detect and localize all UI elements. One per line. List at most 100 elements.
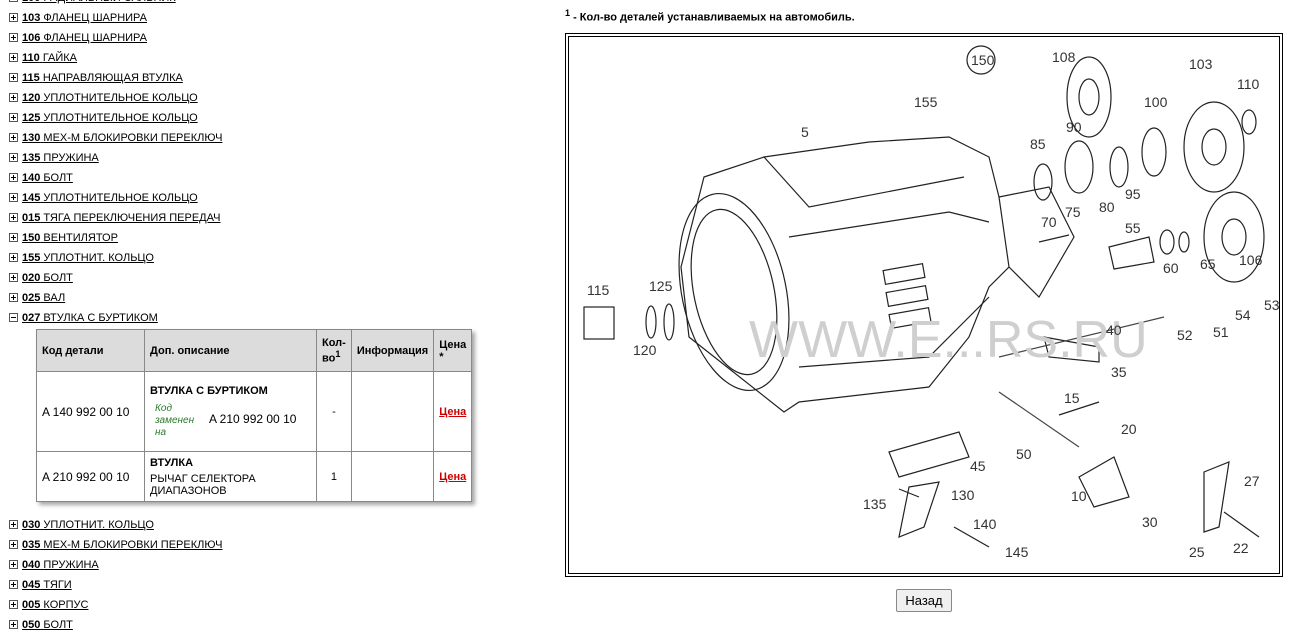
- label-90: 90: [1066, 119, 1082, 135]
- housing-rib-top: [763, 156, 965, 208]
- tree-item-link[interactable]: 005 КОРПУС: [22, 599, 88, 611]
- plate-130: [898, 481, 940, 538]
- tree-item-link[interactable]: 130 МЕХ-М БЛОКИРОВКИ ПЕРЕКЛЮЧ: [22, 132, 222, 144]
- tree-item-link[interactable]: 103 ФЛАНЕЦ ШАРНИРА: [22, 12, 147, 24]
- tree-item-number: 020: [22, 272, 41, 284]
- transmission-exploded-view: WWW.E...RS.RU 5 150 155 108 103 110 100 …: [583, 45, 1279, 560]
- tree-item-name: БОЛТ: [43, 272, 73, 284]
- ring-125: [663, 303, 675, 341]
- housing-tail: [998, 186, 1075, 298]
- label-75: 75: [1065, 204, 1081, 220]
- label-110: 110: [1237, 76, 1260, 92]
- expand-icon[interactable]: [9, 193, 18, 202]
- expand-icon[interactable]: [9, 293, 18, 302]
- tree-item-link[interactable]: 100 РАДИАЛЬНЫЙ САЛЬНИК: [22, 0, 176, 4]
- tree-item-link[interactable]: 125 УПЛОТНИТЕЛЬНОЕ КОЛЬЦО: [22, 112, 198, 124]
- expand-icon[interactable]: [9, 253, 18, 262]
- expand-icon[interactable]: [9, 580, 18, 589]
- expand-icon[interactable]: [9, 273, 18, 282]
- tree-item-link[interactable]: 145 УПЛОТНИТЕЛЬНОЕ КОЛЬЦО: [22, 192, 198, 204]
- expand-icon[interactable]: [9, 113, 18, 122]
- label-55: 55: [1125, 220, 1141, 236]
- tree-item-name: УПЛОТНИТЕЛЬНОЕ КОЛЬЦО: [43, 112, 198, 124]
- expand-icon[interactable]: [9, 13, 18, 22]
- tree-item-number: 140: [22, 172, 41, 184]
- expand-icon[interactable]: [9, 153, 18, 162]
- snap-ring-95: [1109, 146, 1129, 188]
- tree-item-number: 155: [22, 252, 41, 264]
- tree-item-link[interactable]: 110 ГАЙКА: [22, 52, 77, 64]
- tree-item-link[interactable]: 135 ПРУЖИНА: [22, 152, 99, 164]
- expand-icon[interactable]: [9, 600, 18, 609]
- tree-item-link[interactable]: 030 УПЛОТНИТ. КОЛЬЦО: [22, 519, 154, 531]
- tree-item: 120 УПЛОТНИТЕЛЬНОЕ КОЛЬЦО: [9, 88, 472, 108]
- tree-item-link[interactable]: 020 БОЛТ: [22, 272, 73, 284]
- expand-icon[interactable]: [9, 233, 18, 242]
- tree-item-link[interactable]: 120 УПЛОТНИТЕЛЬНОЕ КОЛЬЦО: [22, 92, 198, 104]
- expand-icon[interactable]: [9, 33, 18, 42]
- bracket-10: [1078, 456, 1130, 508]
- label-52: 52: [1177, 327, 1193, 343]
- price-link[interactable]: Цена: [439, 405, 467, 418]
- tree-item-number: 110: [22, 52, 40, 64]
- tree-item-link[interactable]: 150 ВЕНТИЛЯТОР: [22, 232, 118, 244]
- tree-item: 155 УПЛОТНИТ. КОЛЬЦО: [9, 248, 472, 268]
- label-54: 54: [1235, 307, 1251, 323]
- bush-115: [583, 306, 615, 340]
- expand-icon[interactable]: [9, 213, 18, 222]
- tree-item-name: БОЛТ: [43, 172, 73, 184]
- expand-icon[interactable]: [9, 73, 18, 82]
- label-22: 22: [1233, 540, 1249, 556]
- collapse-icon[interactable]: [9, 313, 18, 322]
- spring-15: [1058, 401, 1100, 416]
- tree-item-link[interactable]: 040 ПРУЖИНА: [22, 559, 99, 571]
- tree-item-link[interactable]: 025 ВАЛ: [22, 292, 65, 304]
- label-120: 120: [633, 342, 657, 358]
- tree-item-link[interactable]: 106 ФЛАНЕЦ ШАРНИРА: [22, 32, 147, 44]
- tree-item-link[interactable]: 140 БОЛТ: [22, 172, 73, 184]
- expand-icon[interactable]: [9, 620, 18, 629]
- tree-item-link[interactable]: 115 НАПРАВЛЯЮЩАЯ ВТУЛКА: [22, 72, 183, 84]
- expand-icon[interactable]: [9, 0, 18, 2]
- tree-item-number: 130: [22, 132, 41, 144]
- expand-icon[interactable]: [9, 53, 18, 62]
- tree-item-number: 100: [22, 0, 40, 4]
- label-5: 5: [801, 124, 809, 140]
- tree-item: 135 ПРУЖИНА: [9, 148, 472, 168]
- expand-icon[interactable]: [9, 540, 18, 549]
- flange-106-hub: [1221, 218, 1247, 256]
- label-50: 50: [1016, 446, 1032, 462]
- expand-icon[interactable]: [9, 93, 18, 102]
- tree-item-number: 027: [22, 312, 41, 324]
- price-link[interactable]: Цена: [439, 470, 467, 483]
- line-50-to-52: [998, 316, 1165, 358]
- col-price: Цена *: [433, 329, 473, 372]
- seal-100: [1141, 127, 1167, 177]
- expand-icon[interactable]: [9, 133, 18, 142]
- ring-60: [1159, 229, 1175, 255]
- tree-item-number: 135: [22, 152, 41, 164]
- label-25: 25: [1189, 544, 1205, 560]
- tree-item-link[interactable]: 045 ТЯГИ: [22, 579, 72, 591]
- label-115: 115: [587, 282, 610, 298]
- tree-item-name: УПЛОТНИТ. КОЛЬЦО: [43, 519, 154, 531]
- tree-item-name: НАПРАВЛЯЮЩАЯ ВТУЛКА: [42, 72, 183, 84]
- expand-icon[interactable]: [9, 520, 18, 529]
- tree-item-link[interactable]: 027 ВТУЛКА С БУРТИКОМ: [22, 312, 158, 324]
- back-button[interactable]: Назад: [896, 589, 952, 612]
- part-title: ВТУЛКА С БУРТИКОМ: [150, 384, 268, 397]
- replaced-code: A 210 992 00 10: [209, 412, 297, 427]
- tree-item-link[interactable]: 035 МЕХ-М БЛОКИРОВКИ ПЕРЕКЛЮЧ: [22, 539, 222, 551]
- tree-item: 145 УПЛОТНИТЕЛЬНОЕ КОЛЬЦО: [9, 188, 472, 208]
- tree-item-link[interactable]: 015 ТЯГА ПЕРЕКЛЮЧЕНИЯ ПЕРЕДАЧ: [22, 212, 220, 224]
- tree-item-link[interactable]: 050 БОЛТ: [22, 619, 73, 631]
- parts-diagram-frame: WWW.E...RS.RU 5 150 155 108 103 110 100 …: [565, 33, 1283, 577]
- col-desc: Доп. описание: [144, 329, 317, 372]
- expand-icon[interactable]: [9, 560, 18, 569]
- expand-icon[interactable]: [9, 173, 18, 182]
- spring-135: [898, 488, 920, 498]
- tree-item-link[interactable]: 155 УПЛОТНИТ. КОЛЬЦО: [22, 252, 154, 264]
